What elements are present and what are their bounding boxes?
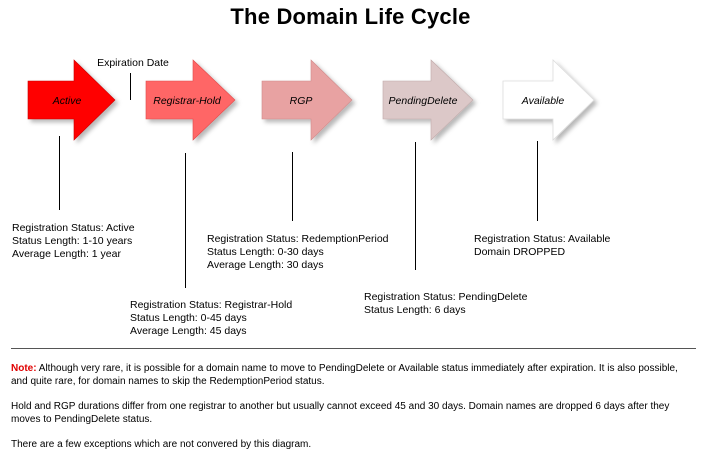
- status-line: Average Length: 30 days: [207, 259, 324, 271]
- note-text: Although very rare, it is possible for a…: [11, 363, 678, 387]
- stage-label-active: Active: [52, 95, 82, 107]
- status-line: Average Length: 45 days: [130, 325, 247, 337]
- status-block-rgp: Registration Status: RedemptionPeriod St…: [207, 233, 389, 272]
- status-block-pending-delete: Registration Status: PendingDelete Statu…: [364, 291, 527, 317]
- exceptions-paragraph: There are a few exceptions which are not…: [11, 439, 312, 450]
- note-paragraph: Note: Although very rare, it is possible…: [11, 362, 694, 388]
- status-line: Registration Status: RedemptionPeriod: [207, 233, 389, 245]
- expiration-date-label: Expiration Date: [97, 57, 169, 69]
- stage-label-registrar-hold: Registrar-Hold: [153, 95, 222, 107]
- status-line: Status Length: 0-30 days: [207, 246, 324, 258]
- durations-paragraph: Hold and RGP durations differ from one r…: [11, 401, 670, 425]
- status-block-available: Registration Status: Available Domain DR…: [474, 233, 610, 259]
- status-block-registrar-hold: Registration Status: Registrar-Hold Stat…: [130, 299, 292, 338]
- status-line: Domain DROPPED: [474, 246, 566, 258]
- divider: [11, 348, 696, 349]
- status-line: Registration Status: Active: [12, 222, 135, 234]
- status-block-active: Registration Status: Active Status Lengt…: [12, 222, 135, 261]
- status-line: Status Length: 6 days: [364, 304, 466, 316]
- lifecycle-diagram: Active Registrar-Hold RGP PendingDelete …: [27, 57, 595, 288]
- note-label: Note:: [11, 363, 37, 374]
- stage-label-rgp: RGP: [290, 95, 313, 107]
- status-line: Status Length: 1-10 years: [12, 235, 133, 247]
- stage-arrow-active: [27, 59, 116, 141]
- diagram-title: The Domain Life Cycle: [230, 4, 471, 29]
- notes-section: Note: Although very rare, it is possible…: [11, 362, 694, 463]
- status-line: Registration Status: PendingDelete: [364, 291, 528, 303]
- status-line: Status Length: 0-45 days: [130, 312, 247, 324]
- stage-arrow-rgp: [261, 59, 353, 141]
- status-line: Average Length: 1 year: [12, 248, 121, 260]
- status-line: Registration Status: Available: [474, 233, 611, 245]
- stage-label-pending-delete: PendingDelete: [389, 95, 458, 107]
- status-line: Registration Status: Registrar-Hold: [130, 299, 293, 311]
- stage-arrow-available: [502, 59, 595, 141]
- stage-label-available: Available: [521, 95, 565, 107]
- stage-arrow-pending-delete: [382, 59, 474, 141]
- stage-arrow-registrar-hold: [145, 59, 236, 141]
